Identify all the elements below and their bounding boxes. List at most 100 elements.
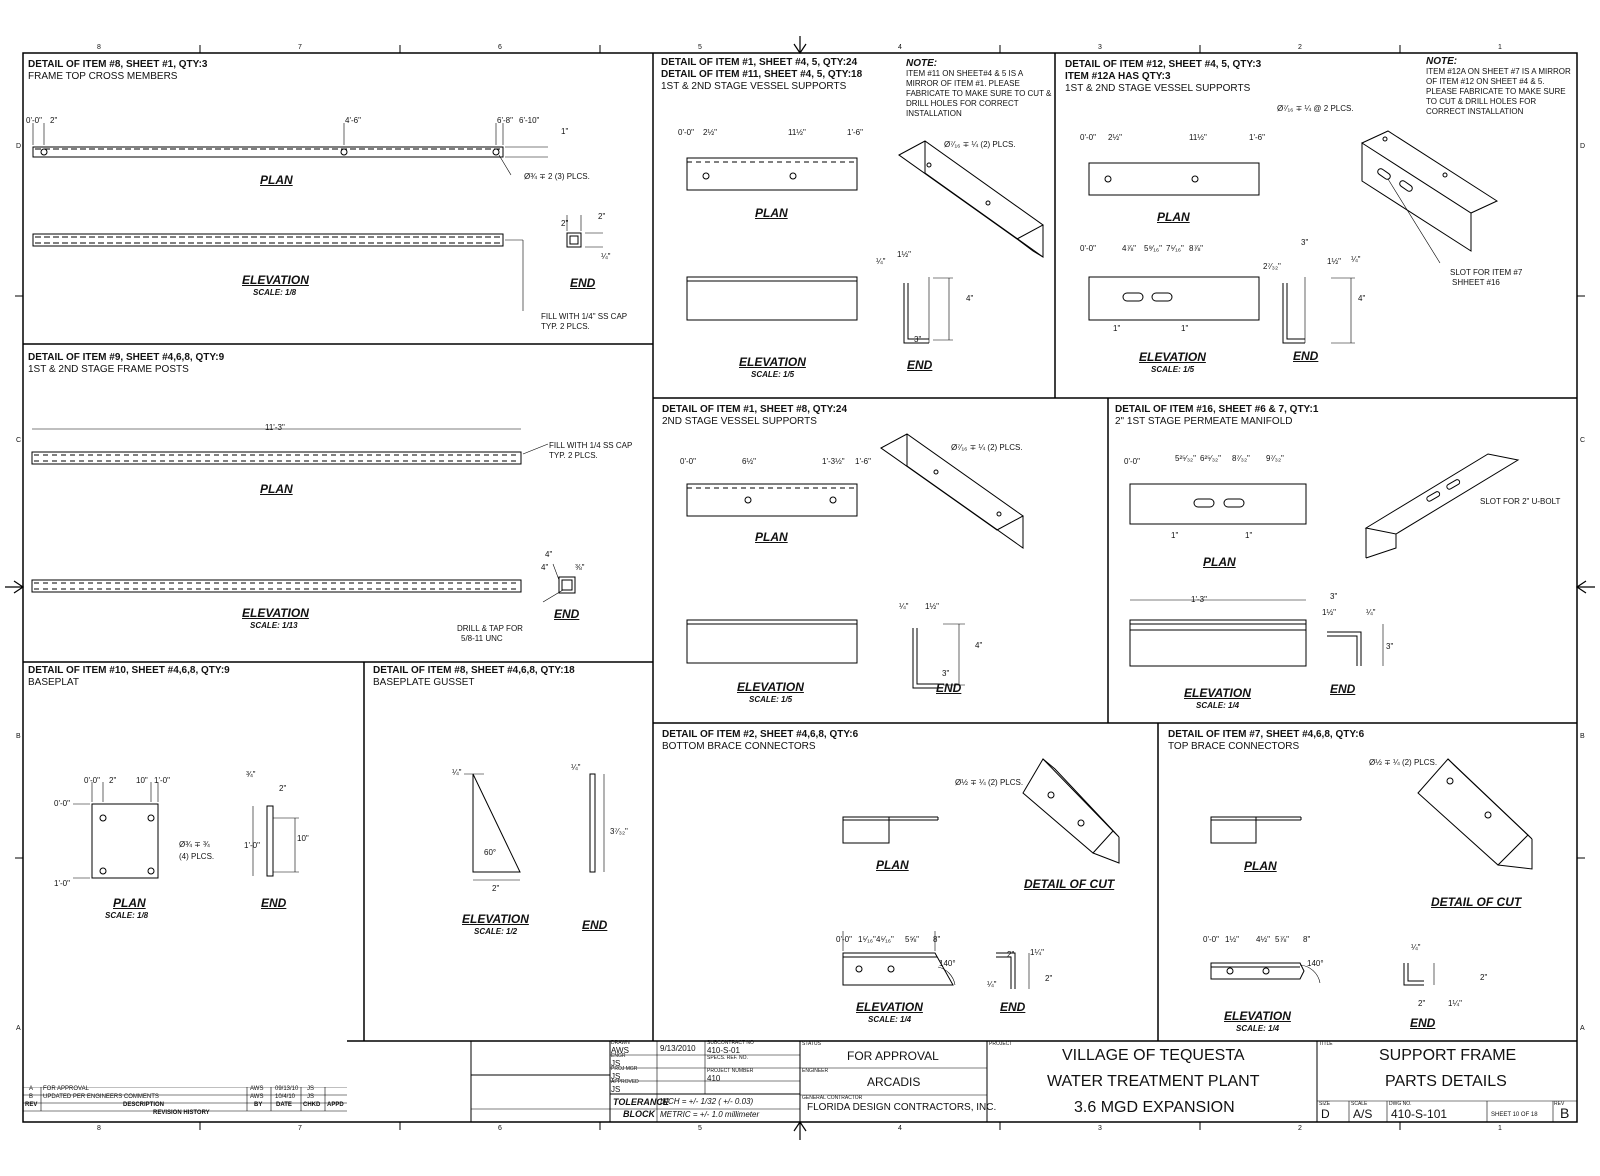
col-label: 1 (1498, 44, 1502, 51)
view-label-elevation: ELEVATION (1184, 686, 1251, 700)
detail-title: DETAIL OF ITEM #7, SHEET #4,6,8, QTY:6 (1168, 729, 1365, 740)
tolerance-metric: METRIC = +/- 1.0 millimeter (660, 1110, 760, 1119)
approved-label: APPROVED (611, 1079, 639, 1085)
dim-label: 6½" (742, 457, 756, 466)
rev-cell: JS (307, 1086, 315, 1092)
dim-label: 1'-6" (1249, 133, 1265, 142)
dim-label: 5⅞" (1275, 935, 1289, 944)
gc-label: GENERAL CONTRACTOR (802, 1095, 863, 1101)
dim-label: 0'-0" (836, 935, 852, 944)
dim-label: 8⅞" (1189, 244, 1203, 253)
dim-label: 4" (975, 641, 983, 650)
rev-value: B (1560, 1105, 1570, 1121)
detail-title: DETAIL OF ITEM #9, SHEET #4,6,8, QTY:9 (28, 352, 225, 363)
dim-label: 0'-0" (678, 128, 694, 137)
dim-label: 2" (1418, 999, 1426, 1008)
rev-cell: B (29, 1094, 34, 1100)
dim-label: 4½" (1256, 935, 1270, 944)
detail-subtitle: 1ST & 2ND STAGE FRAME POSTS (28, 364, 189, 375)
dim-label: 60° (484, 848, 497, 857)
dim-label: 3" (1301, 238, 1309, 247)
scale-label: SCALE: 1/8 (253, 288, 297, 297)
dim-label: 6²⁵⁄₃₂" (1200, 454, 1221, 463)
dim-label: 0'-0" (1080, 244, 1096, 253)
dim-label: 4⁵⁄₁₆" (876, 935, 894, 944)
dim-label: 1'-0" (154, 776, 170, 785)
dim-label: 0'-0" (680, 457, 696, 466)
dim-label: ¼" (876, 257, 886, 266)
tolerance-block-label: BLOCK (623, 1109, 655, 1119)
dim-label: 2" (1045, 974, 1053, 983)
col-label: 3 (1098, 44, 1102, 51)
dim-label: ¾" (246, 770, 256, 779)
dim-label: Ø⁷⁄₁₆ ∓ ¼ (2) PLCS. (951, 443, 1023, 452)
rev-cell: 10/4/10 (275, 1094, 296, 1100)
rev-cell: FOR APPROVAL (43, 1086, 89, 1092)
col-label: 1 (1498, 1125, 1502, 1132)
view-label-elevation: ELEVATION (739, 355, 806, 369)
view-label-end: END (936, 681, 962, 695)
detail-subtitle: BASEPLAT (28, 677, 79, 688)
view-label-elevation: ELEVATION (737, 680, 804, 694)
dim-label: 1½" (1322, 608, 1336, 617)
dim-label: 1½" (925, 602, 939, 611)
dim-label: 5⅝" (905, 935, 919, 944)
rev-cell: JS (307, 1094, 315, 1100)
scale-label: SCALE: 1/2 (474, 927, 518, 936)
note-heading: NOTE: (1426, 56, 1458, 67)
view-label-end: END (1000, 1000, 1026, 1014)
view-label-end: END (554, 607, 580, 621)
view-label-elevation: ELEVATION (856, 1000, 923, 1014)
col-label: 8 (97, 1125, 101, 1132)
dim-label: Ø¾ ∓ 2 (3) PLCS. (524, 172, 590, 181)
dim-label: Ø⁷⁄₁₆ ∓ ¼ @ 2 PLCS. (1277, 104, 1354, 113)
rev-header: CHKD (303, 1102, 321, 1108)
rev-label: REV (1554, 1101, 1565, 1107)
dim-label: 2" (109, 776, 117, 785)
dim-label: TYP. 2 PLCS. (549, 451, 598, 460)
view-label-plan: PLAN (876, 858, 909, 872)
dim-label: SLOT FOR 2" U-BOLT (1480, 497, 1561, 506)
row-label: C (16, 437, 22, 444)
col-label: 2 (1298, 1125, 1302, 1132)
dim-label: 1" (1113, 324, 1121, 333)
item-8-drawing (32, 123, 603, 311)
drawn-value: AWS (611, 1046, 629, 1055)
dim-label: FILL WITH 1/4 SS CAP (549, 441, 633, 450)
item-10-drawing (73, 782, 299, 879)
col-label: 7 (298, 44, 302, 51)
dim-label: 10" (297, 834, 309, 843)
view-label-plan: PLAN (1157, 210, 1190, 224)
detail-title: DETAIL OF ITEM #16, SHEET #6 & 7, QTY:1 (1115, 404, 1319, 415)
revision-grid (23, 1087, 347, 1112)
view-label-end: END (907, 358, 933, 372)
dim-label: 7⁵⁄₁₆" (1166, 244, 1184, 253)
dim-label: 2" (1480, 973, 1488, 982)
row-label: A (16, 1025, 21, 1032)
col-label: 4 (898, 1125, 902, 1132)
view-label-plan: PLAN (260, 482, 293, 496)
row-label: C (1580, 437, 1586, 444)
scale-label: SCALE (1351, 1101, 1368, 1107)
detail-subtitle: 2" 1ST STAGE PERMEATE MANIFOLD (1115, 416, 1293, 427)
view-label-plan: PLAN (755, 530, 788, 544)
col-label: 5 (698, 44, 702, 51)
row-label: B (1580, 733, 1585, 740)
gc-value: FLORIDA DESIGN CONTRACTORS, INC. (807, 1102, 997, 1113)
row-label: D (1580, 143, 1586, 150)
view-label-end: END (1293, 349, 1319, 363)
dim-label: 1" (1171, 531, 1179, 540)
detail-subtitle: 2ND STAGE VESSEL SUPPORTS (662, 416, 817, 427)
view-label-elevation: ELEVATION (242, 606, 309, 620)
scale-label: SCALE: 1/4 (1196, 701, 1240, 710)
dim-label: ¼" (987, 980, 997, 989)
scale-label: SCALE: 1/4 (868, 1015, 912, 1024)
dim-label: ¼" (1366, 608, 1376, 617)
dim-label: 2" (492, 884, 500, 893)
dim-label: 3" (1330, 592, 1338, 601)
dim-label: 1'-0" (244, 841, 260, 850)
dim-label: 2" (50, 116, 58, 125)
dim-label: 1'-3" (1191, 595, 1207, 604)
dim-label: FILL WITH 1/4" SS CAP (541, 312, 628, 321)
dim-label: 8" (1303, 935, 1311, 944)
